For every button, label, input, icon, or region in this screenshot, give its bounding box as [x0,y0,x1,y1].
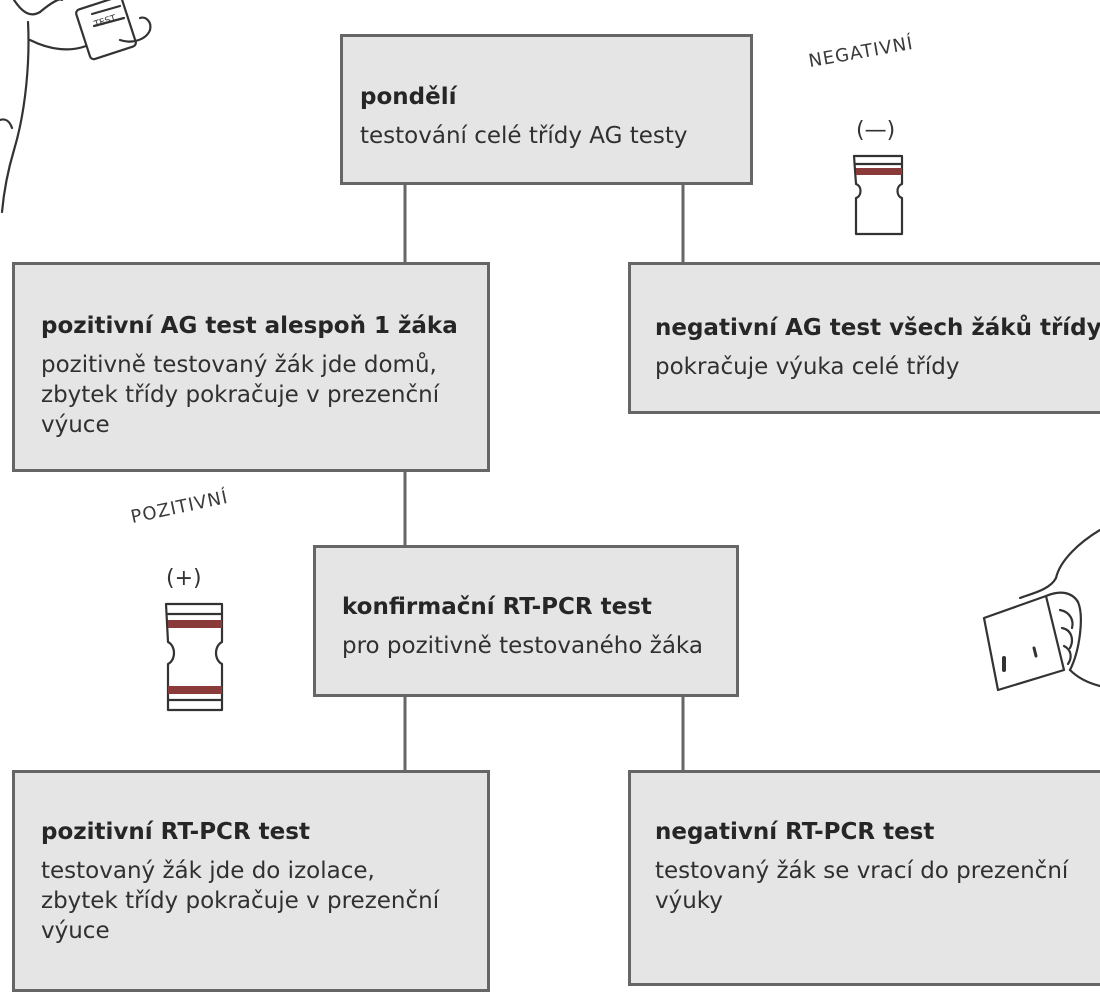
node-title: negativní AG test všech žáků třídy [655,315,1100,341]
node-description: pozitivně testovaný žák jde domů, zbytek… [41,352,440,438]
node-title: pondělí [360,84,457,110]
node-title: konfirmační RT-PCR test [342,594,652,620]
node-description: testovaný žák se vrací do prezenční výuk… [655,858,1069,914]
hand-holding-test-icon [982,528,1100,692]
node-positive-pcr: pozitivní RT-PCR test testovaný žák jde … [12,770,490,992]
negative-test-cassette-icon [852,154,904,236]
node-title: pozitivní RT-PCR test [41,819,310,845]
node-title: negativní RT-PCR test [655,819,935,845]
positive-test-cassette-icon [164,602,224,712]
node-description: testovaný žák jde do izolace, zbytek tří… [41,858,440,944]
node-confirmation-pcr: konfirmační RT-PCR test pro pozitivně te… [313,545,739,697]
node-description: pro pozitivně testovaného žáka [342,633,703,659]
svg-text:TEST: TEST [92,14,118,31]
negative-symbol: (—) [856,118,896,143]
node-title: pozitivní AG test alespoň 1 žáka [41,313,458,339]
node-negative-pcr: negativní RT-PCR test testovaný žák se v… [628,770,1100,986]
node-monday: pondělí testování celé třídy AG testy [340,34,753,185]
positive-symbol: (+) [166,566,202,591]
node-description: pokračuje výuka celé třídy [655,354,960,380]
person-holding-test-icon: TEST [0,0,152,214]
node-positive-ag: pozitivní AG test alespoň 1 žáka pozitiv… [12,262,490,472]
node-negative-ag: negativní AG test všech žáků třídy pokra… [628,262,1100,414]
node-description: testování celé třídy AG testy [360,123,688,149]
